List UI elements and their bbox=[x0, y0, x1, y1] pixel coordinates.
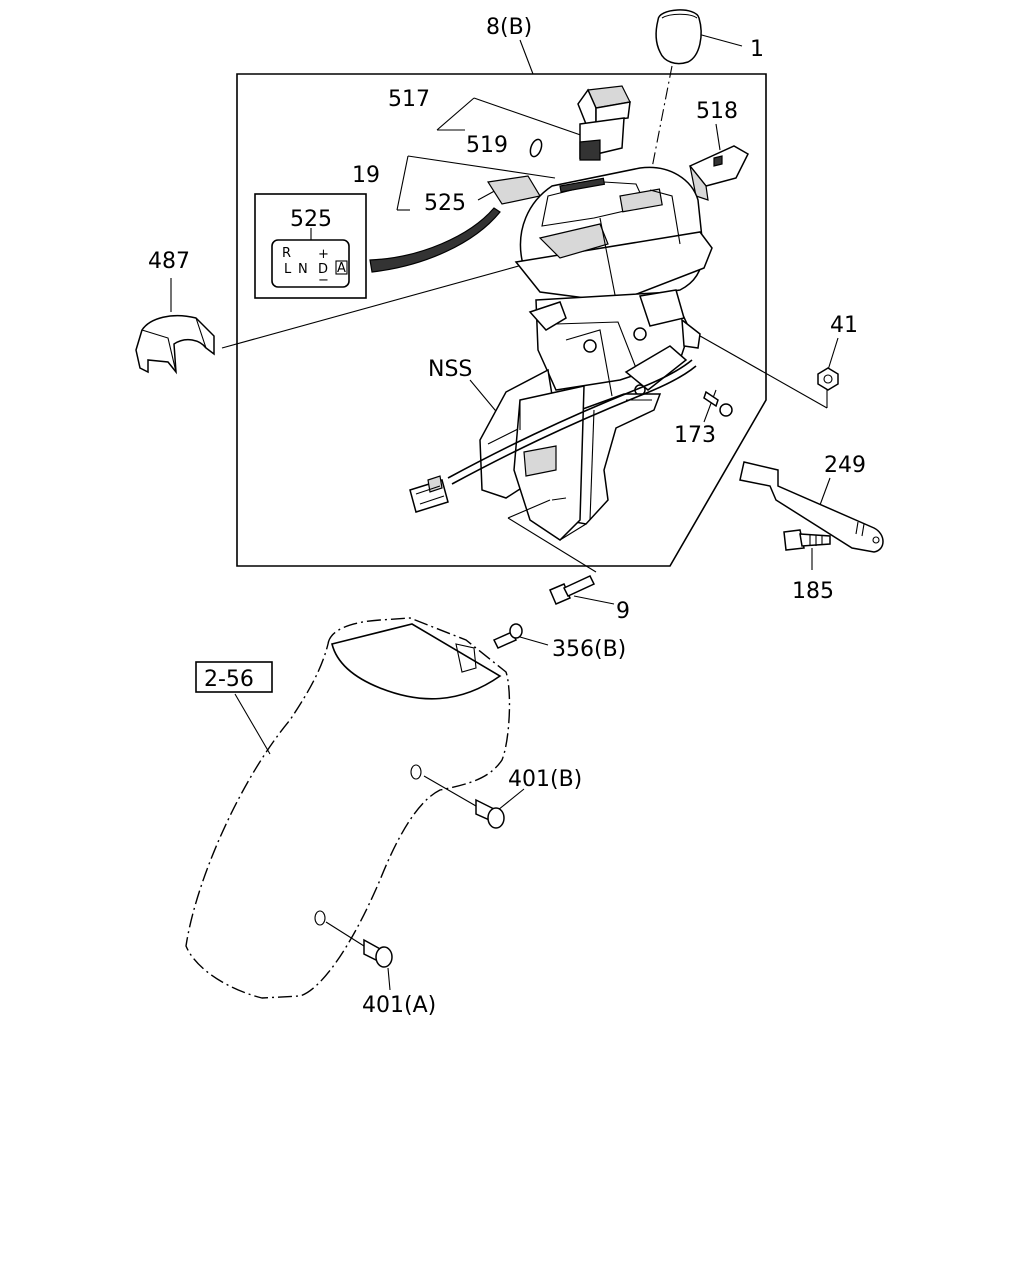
pattern-a: A bbox=[337, 261, 346, 276]
lower-console-cover bbox=[185, 617, 511, 999]
pattern-plus: + bbox=[318, 247, 329, 262]
detail-pointer bbox=[369, 207, 501, 273]
label-487: 487 bbox=[148, 249, 190, 274]
pattern-d: D bbox=[318, 262, 328, 277]
label-nss: NSS bbox=[428, 357, 472, 382]
label-1: 1 bbox=[750, 37, 764, 62]
pattern-r: R bbox=[282, 246, 291, 261]
label-525: 525 bbox=[424, 191, 466, 216]
label-518: 518 bbox=[696, 99, 738, 124]
leader-lines bbox=[170, 33, 839, 991]
bracket-249 bbox=[739, 461, 884, 553]
label-249: 249 bbox=[824, 453, 866, 478]
switch-517 bbox=[577, 85, 631, 161]
label-517: 517 bbox=[388, 87, 430, 112]
label-173: 173 bbox=[674, 423, 716, 448]
cap-518 bbox=[688, 145, 749, 201]
label-401a: 401(A) bbox=[362, 993, 436, 1018]
reference-box bbox=[195, 661, 273, 693]
screw-356b bbox=[492, 623, 523, 649]
shift-pattern-letters: R L N D + − A bbox=[282, 246, 348, 288]
nut-41 bbox=[817, 367, 839, 391]
pattern-l: L bbox=[284, 262, 292, 277]
shift-mechanism bbox=[479, 289, 701, 541]
label-185: 185 bbox=[792, 579, 834, 604]
label-519: 519 bbox=[466, 133, 508, 158]
pattern-minus: − bbox=[318, 273, 329, 288]
bulb-519 bbox=[529, 138, 543, 158]
cover-487 bbox=[135, 314, 215, 375]
label-2-56: 2-56 bbox=[204, 667, 254, 692]
bolt-9 bbox=[507, 499, 597, 605]
callout-labels: 8(B) 1 517 519 518 19 525 525 487 41 NSS… bbox=[148, 15, 866, 1018]
label-525-inset: 525 bbox=[290, 207, 332, 232]
label-401b: 401(B) bbox=[508, 767, 582, 792]
console-housing bbox=[514, 166, 713, 303]
bolt-185 bbox=[783, 529, 831, 551]
clip-401a bbox=[325, 921, 393, 968]
screw-173 bbox=[703, 390, 733, 417]
indicator-plate-525 bbox=[486, 175, 541, 205]
label-9: 9 bbox=[616, 599, 630, 624]
label-8b: 8(B) bbox=[486, 15, 532, 40]
nss-cable bbox=[409, 359, 697, 513]
shift-pattern-inset bbox=[254, 193, 367, 299]
pattern-n: N bbox=[298, 262, 308, 277]
label-19: 19 bbox=[352, 163, 380, 188]
assembly-frame bbox=[236, 73, 767, 567]
label-356b: 356(B) bbox=[552, 637, 626, 662]
clip-401b bbox=[423, 775, 505, 829]
label-41: 41 bbox=[830, 313, 858, 338]
